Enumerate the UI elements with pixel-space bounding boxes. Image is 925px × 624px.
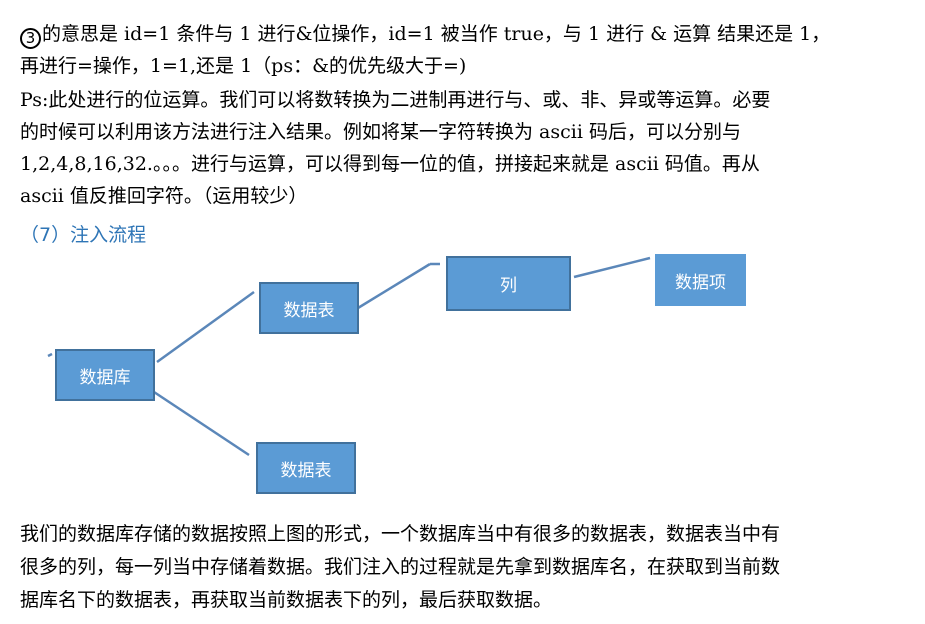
summary-line-2: 很多的列，每一列当中存储着数据。我们注入的过程就是先拿到数据库名，在获取到当前数: [20, 556, 781, 578]
node-table-bottom: 数据表: [256, 442, 356, 494]
node-data-item: 数据项: [655, 254, 746, 306]
section-heading: （7）注入流程: [20, 224, 147, 246]
summary-paragraph: 我们的数据库存储的数据按照上图的形式，一个数据库当中有很多的数据表，数据表当中有…: [20, 518, 780, 617]
summary-line-3: 据库名下的数据表，再获取当前数据表下的列，最后获取数据。: [20, 589, 553, 611]
intro-line-1-text: 的意思是 id=1 条件与 1 进行&位操作，id=1 被当作 true，与 1…: [42, 23, 831, 45]
node-column: 列: [446, 256, 571, 311]
node-database: 数据库: [55, 349, 155, 401]
diagram-connectors: [47, 256, 651, 457]
stub-line: [47, 352, 53, 358]
ps-line-2: 的时候可以利用该方法进行注入结果。例如将某一字符转换为 ascii 码后，可以分…: [20, 121, 741, 143]
summary-line-1: 我们的数据库存储的数据按照上图的形式，一个数据库当中有很多的数据表，数据表当中有: [20, 523, 781, 545]
ps-line-1: Ps:此处进行的位运算。我们可以将数转换为二进制再进行与、或、非、异或等运算。必…: [20, 89, 771, 111]
ps-line-3: 1,2,4,8,16,32.。。。进行与运算，可以得到每一位的值，拼接起来就是 …: [20, 153, 760, 175]
node-table-top: 数据表: [259, 282, 359, 334]
intro-line-2: 再进行=操作，1=1,还是 1（ps：&的优先级大于=): [20, 55, 467, 77]
connector-db-to-table-bottom: [153, 390, 250, 457]
ps-line-4: ascii 值反推回字符。（运用较少）: [20, 185, 308, 207]
injection-flow-diagram: 数据库 数据表 数据表 列 数据项: [0, 250, 925, 510]
connector-db-to-table-top: [156, 290, 255, 364]
connector-column-to-data: [573, 256, 651, 279]
connector-table-to-column: [357, 262, 431, 310]
ps-paragraph: Ps:此处进行的位运算。我们可以将数转换为二进制再进行与、或、非、异或等运算。必…: [20, 84, 770, 212]
circled-number: 3: [20, 28, 41, 49]
